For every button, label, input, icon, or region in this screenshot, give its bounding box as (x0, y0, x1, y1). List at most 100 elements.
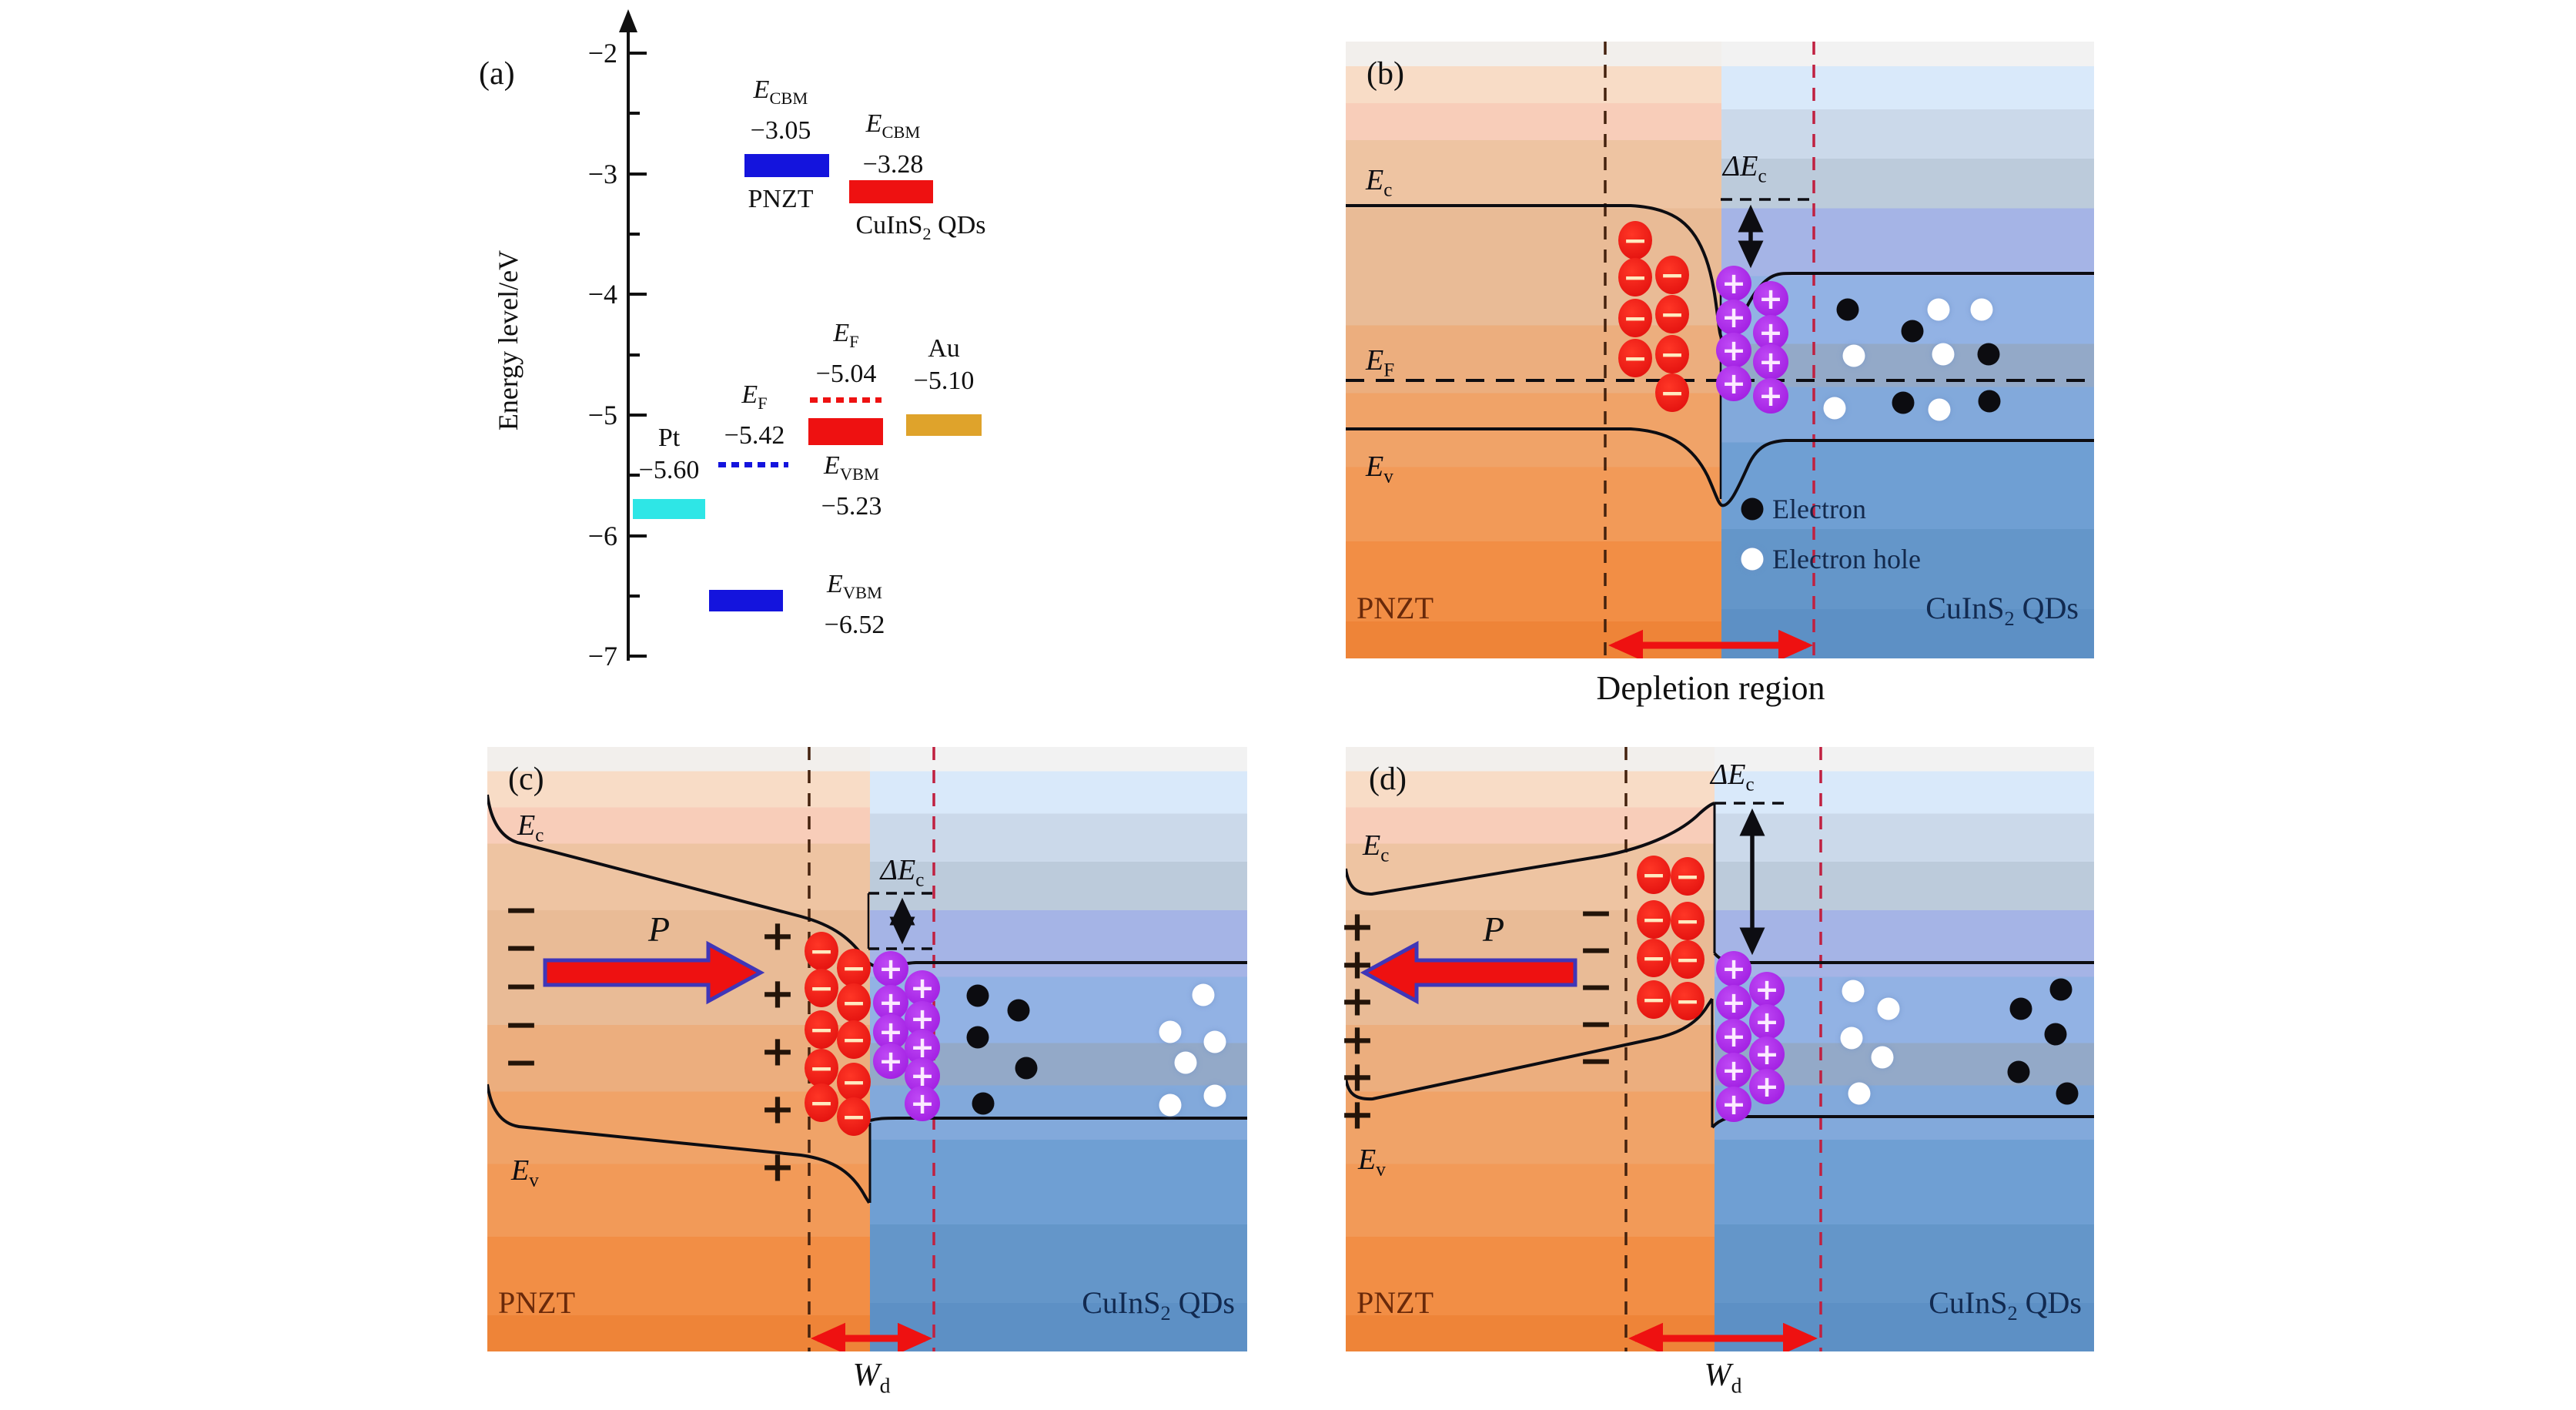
tick-label: −3 (587, 159, 617, 189)
ionized-donor: − (837, 1063, 871, 1101)
pnzt-cbm-bar (744, 154, 829, 177)
depletion-region-caption: Depletion region (1596, 669, 1825, 707)
ionized-acceptor: + (1749, 1004, 1785, 1040)
depletion-width-label-c: Wd (852, 1358, 891, 1398)
electron-dot (1007, 999, 1030, 1022)
tick-minor (630, 474, 640, 477)
ionized-donor: − (805, 1049, 838, 1087)
cis-label-d: CuInS2 QDs (1929, 1285, 2082, 1325)
bound-charge-plus-sign: + (760, 911, 795, 960)
tick-minor (630, 233, 640, 236)
electron-hole-dot (1823, 397, 1846, 420)
tick-major (630, 655, 647, 658)
ionized-donor: − (1637, 900, 1671, 939)
electron-dot (972, 1092, 995, 1115)
tick-major (630, 293, 647, 296)
ionized-donor: − (837, 1020, 871, 1059)
bound-charge-minus-sign: − (503, 923, 539, 972)
ionized-acceptor: + (1716, 300, 1751, 335)
bound-charge-plus-sign: + (1340, 976, 1375, 1026)
bound-charge-minus-sign: − (1578, 962, 1614, 1011)
label-cis-name: CuInS2 QDs (855, 211, 986, 243)
ionized-donor: − (1618, 299, 1652, 337)
electron-dot (966, 984, 989, 1007)
panel-d-letter: (d) (1369, 762, 1407, 797)
ionized-donor: − (805, 969, 838, 1007)
electron-dot (1836, 298, 1859, 321)
electron-hole-dot (1159, 1094, 1182, 1117)
ionized-donor: − (1618, 221, 1652, 260)
electron-dot (1978, 390, 2001, 413)
pnzt-region-d (1346, 747, 1715, 1351)
electron-hole-dot (1848, 1082, 1871, 1105)
label-ec-d: Ec (1363, 829, 1390, 866)
ionized-donor: − (1655, 335, 1689, 373)
ionized-donor: − (805, 932, 838, 970)
electron-dot (1977, 343, 2000, 366)
bound-charge-minus-sign: − (1578, 999, 1614, 1048)
label-pt: Pt −5.60 (638, 424, 700, 484)
label-vbm-cis: EVBM −5.23 (821, 451, 882, 521)
electron-hole-dot (1842, 344, 1865, 367)
cis-vbm-bar (808, 418, 883, 445)
tick-label: −4 (587, 279, 617, 310)
electron-hole-dot (1203, 1084, 1226, 1107)
electron-hole-dot (1203, 1030, 1226, 1053)
electron-hole-dot (1877, 997, 1900, 1020)
ionized-donor: − (1655, 256, 1689, 294)
electron-dot (2049, 978, 2073, 1001)
ionized-donor: − (1637, 980, 1671, 1019)
electron-dot (1892, 391, 1915, 414)
electron-hole-dot (1871, 1046, 1894, 1069)
label-ef-cis: EF −5.04 (815, 319, 877, 388)
polarization-label-c: P (647, 909, 671, 949)
ionized-acceptor: + (1716, 1053, 1751, 1088)
label-ef-pnzt: EF −5.42 (724, 380, 785, 450)
ionized-acceptor: + (873, 1043, 908, 1079)
electron-dot (1015, 1057, 1038, 1080)
pnzt-vbm-bar (709, 590, 783, 611)
pnzt-region-c (487, 747, 870, 1351)
ionized-donor: − (1618, 339, 1652, 377)
bound-charge-plus-sign: + (1340, 1090, 1375, 1139)
bound-charge-minus-sign: − (1578, 888, 1614, 937)
ionized-donor: − (1671, 982, 1705, 1020)
cis-fermi-dotted-line (810, 397, 882, 403)
ionized-donor: − (1618, 258, 1652, 296)
bound-charge-minus-sign: − (503, 961, 539, 1010)
bound-charge-plus-sign: + (1340, 1015, 1375, 1064)
bound-charge-plus-sign: + (760, 1142, 795, 1191)
y-axis-line (627, 23, 630, 661)
ionized-donor: − (1637, 939, 1671, 977)
depletion-width-label-d: Wd (1704, 1358, 1742, 1398)
ionized-acceptor: + (1716, 985, 1751, 1020)
bound-charge-minus-sign: − (503, 1000, 539, 1049)
ionized-donor: − (837, 949, 871, 987)
ionized-donor: − (1655, 373, 1689, 412)
label-ev-b: Ev (1366, 450, 1393, 487)
electron-hole-dot (1842, 980, 1865, 1003)
ionized-acceptor: + (1716, 333, 1751, 368)
cis-cbm-bar (849, 180, 933, 203)
label-delta-ec-d: ΔEc (1711, 759, 1755, 795)
electron-hole-dot (1927, 298, 1950, 321)
tick-label: −2 (587, 38, 617, 69)
y-axis-arrowhead-icon (619, 9, 637, 32)
tick-minor (630, 112, 640, 115)
ionized-acceptor: + (1716, 1019, 1751, 1054)
label-ef-b: EF (1366, 344, 1395, 381)
tick-major (630, 172, 647, 176)
ionized-acceptor: + (1716, 951, 1751, 986)
ionized-acceptor: + (1749, 1069, 1785, 1104)
label-pnzt-name: PNZT (748, 185, 814, 213)
legend-hole-label: Electron hole (1772, 544, 1921, 574)
bound-charge-plus-sign: + (760, 969, 795, 1018)
panel-c-letter: (c) (508, 762, 544, 797)
tick-major (630, 414, 647, 417)
ionized-acceptor: + (1716, 266, 1751, 301)
electron-dot (966, 1026, 989, 1049)
electron-dot (2056, 1082, 2079, 1105)
panel-b-letter: (b) (1367, 56, 1404, 92)
label-pnzt-cbm: ECBM −3.05 (750, 75, 811, 145)
pnzt-label-b: PNZT (1357, 591, 1434, 625)
